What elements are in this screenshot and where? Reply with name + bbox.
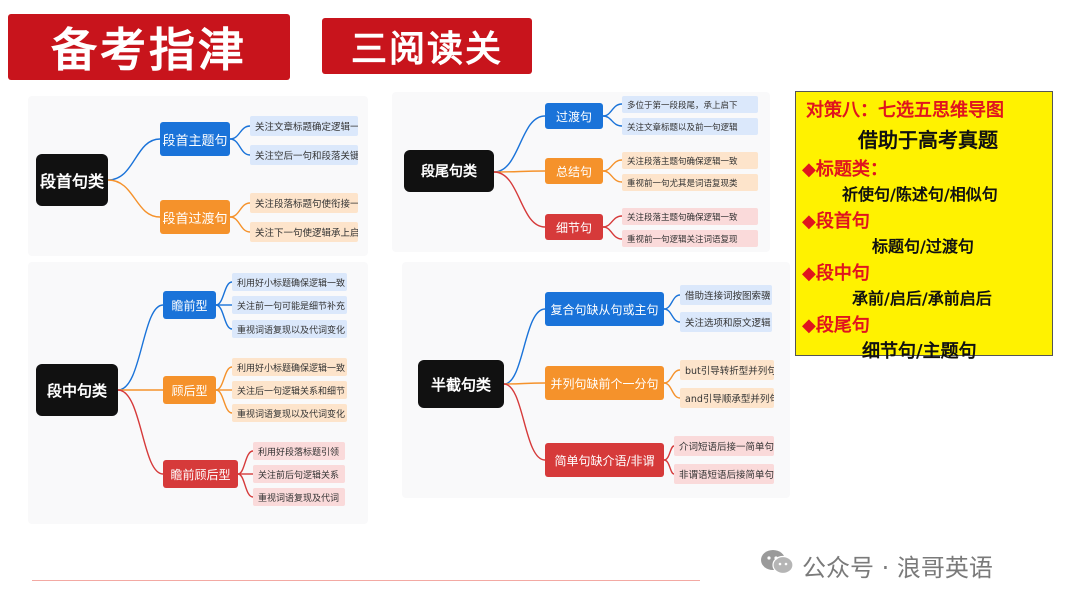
leaf-para-end-2: 关注文章标题以及前一句逻辑 bbox=[622, 118, 758, 135]
leaf-para-mid-1: 利用好小标题确保逻辑一致 bbox=[232, 273, 347, 291]
leaf-half-4: and引导顺承型并列句 bbox=[680, 388, 774, 408]
strategy-heading: 对策八：七选五思维导图 bbox=[806, 100, 1004, 121]
leaf-para-first-2: 关注空后一句和段落关键词 bbox=[250, 145, 358, 165]
leaf-half-1: 借助连接词按图索骥 bbox=[680, 285, 772, 305]
leaf-para-first-3: 关注段落标题句使衔接一致 bbox=[250, 193, 358, 213]
watermark-text: 公众号 · 浪哥英语 bbox=[802, 553, 993, 582]
leaf-para-first-4: 关注下一句使逻辑承上启下 bbox=[250, 222, 358, 242]
main-title-badge: 备考指津 bbox=[8, 14, 290, 80]
leaf-para-end-1: 多位于第一段段尾，承上启下 bbox=[622, 96, 758, 113]
leaf-half-6: 非谓语短语后接简单句 bbox=[674, 464, 774, 484]
branch-para-end-summary: 总结句 bbox=[545, 158, 603, 184]
leaf-para-mid-8: 关注前后句逻辑关系 bbox=[253, 465, 345, 483]
branch-para-mid-both: 瞻前顾后型 bbox=[163, 460, 238, 488]
sub-title-badge: 三阅读关 bbox=[322, 18, 532, 74]
branch-half-parallel: 并列句缺前个一分句 bbox=[545, 366, 664, 400]
strategy-category-title: ◆标题类： bbox=[802, 159, 888, 180]
strategy-category-first-text: 标题句/过渡句 bbox=[872, 237, 974, 256]
strategy-category-title-text: 祈使句/陈述句/相似句 bbox=[842, 185, 998, 204]
leaf-para-first-1: 关注文章标题确定逻辑一致 bbox=[250, 116, 358, 136]
leaf-para-end-4: 重视前一句尤其是词语复现类 bbox=[622, 174, 758, 191]
mindmap-root-para-first: 段首句类 bbox=[36, 154, 108, 206]
branch-half-complex: 复合句缺从句或主句 bbox=[545, 292, 664, 326]
mindmap-root-para-mid: 段中句类 bbox=[36, 364, 118, 416]
leaf-para-end-5: 关注段落主题句确保逻辑一致 bbox=[622, 208, 758, 225]
leaf-para-mid-4: 利用好小标题确保逻辑一致 bbox=[232, 358, 347, 376]
watermark: 公众号 · 浪哥英语 bbox=[760, 548, 1060, 582]
leaf-para-mid-6: 重视词语复现以及代词变化 bbox=[232, 404, 347, 422]
branch-para-mid-look-back: 顾后型 bbox=[163, 376, 216, 404]
leaf-para-mid-3: 重视词语复现以及代词变化 bbox=[232, 320, 347, 338]
mindmap-root-para-end: 段尾句类 bbox=[404, 150, 494, 192]
leaf-half-3: but引导转折型并列句 bbox=[680, 360, 774, 380]
strategy-category-first: ◆段首句 bbox=[802, 211, 870, 232]
leaf-para-mid-9: 重视词语复现及代词 bbox=[253, 488, 345, 506]
leaf-para-end-6: 重视前一句逻辑关注词语复现 bbox=[622, 230, 758, 247]
branch-para-first-transition: 段首过渡句 bbox=[160, 200, 230, 234]
leaf-para-end-3: 关注段落主题句确保逻辑一致 bbox=[622, 152, 758, 169]
leaf-half-5: 介词短语后接一简单句 bbox=[674, 436, 774, 456]
strategy-category-mid-text: 承前/启后/承前启后 bbox=[852, 289, 992, 308]
branch-para-first-topic: 段首主题句 bbox=[160, 122, 230, 156]
leaf-para-mid-5: 关注后一句逻辑关系和细节 bbox=[232, 381, 347, 399]
mindmap-root-half: 半截句类 bbox=[418, 360, 504, 408]
leaf-para-mid-2: 关注前一句可能是细节补充 bbox=[232, 296, 347, 314]
leaf-para-mid-7: 利用好段落标题引领 bbox=[253, 442, 345, 460]
wechat-icon bbox=[760, 548, 794, 582]
strategy-category-end: ◆段尾句 bbox=[802, 315, 870, 336]
branch-half-simple: 简单句缺介语/非谓 bbox=[545, 443, 664, 477]
leaf-half-2: 关注选项和原文逻辑 bbox=[680, 312, 772, 332]
strategy-category-end-text: 细节句/主题句 bbox=[862, 341, 977, 362]
branch-para-end-transition: 过渡句 bbox=[545, 103, 603, 129]
strategy-box: 对策八：七选五思维导图 借助于高考真题 ◆标题类： 祈使句/陈述句/相似句 ◆段… bbox=[795, 91, 1053, 362]
branch-para-end-detail: 细节句 bbox=[545, 214, 603, 240]
branch-para-mid-look-front: 瞻前型 bbox=[163, 291, 216, 319]
strategy-category-mid: ◆段中句 bbox=[802, 263, 870, 284]
strategy-line1: 借助于高考真题 bbox=[858, 128, 998, 152]
footer-divider bbox=[32, 580, 700, 581]
